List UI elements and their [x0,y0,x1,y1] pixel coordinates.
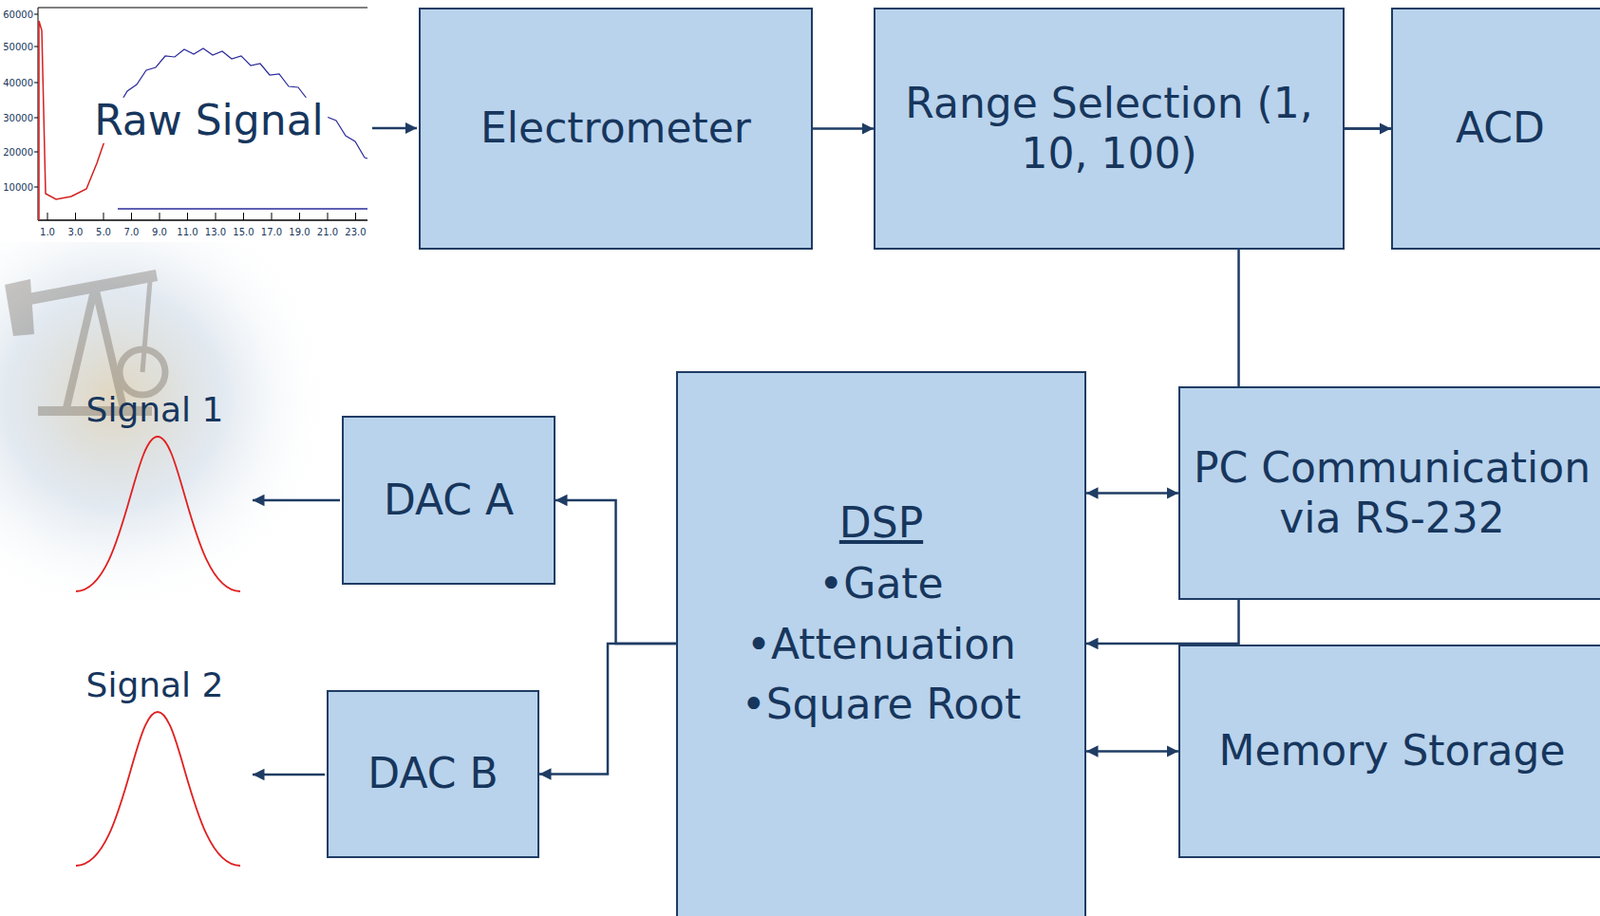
axis-tick-label: 13.0 [205,226,226,238]
axis-tick-label: 5.0 [95,226,112,238]
gaussian-pulse [75,436,241,592]
axis-tick-label: 3.0 [68,226,84,238]
box-text: Range Selection (1, 10, 100) [904,78,1314,180]
axis-tick-label: 21.0 [317,226,339,238]
box-text: •Square Root [741,674,1022,735]
x-ticks [47,212,357,221]
connector-arrow [1086,750,1179,753]
box-text: DAC A [383,475,514,527]
axis-tick-label: 40000 [2,77,34,89]
gaussian-pulse [75,712,241,866]
axis-tick-label: 11.0 [176,226,198,238]
x-axis [37,219,368,222]
axis-tick-label: 30000 [2,112,34,124]
output-arrow [252,773,325,777]
axis-tick-label: 19.0 [288,226,310,238]
connector-arrow [812,127,874,131]
process-box: Electrometer [418,7,813,250]
axis-tick-label: 23.0 [344,226,366,238]
connector-arrow [539,643,677,775]
y-ticks [34,14,38,188]
box-text: Electrometer [480,103,752,154]
box-text: DAC B [367,749,498,800]
chart-ground [37,7,368,221]
axis-tick-label: 50000 [2,41,34,53]
process-box: DAC B [326,690,540,859]
signal-label: Signal 2 [86,666,225,705]
connector-arrow [1086,491,1179,495]
process-box: DSP•Gate•Attenuation•Square Root [676,371,1087,916]
axis-tick-label: 7.0 [124,226,140,238]
axis-tick-label: 10000 [2,182,34,193]
marker-line [117,207,368,210]
process-box: DAC A [341,415,556,585]
box-text: Memory Storage [1218,726,1565,777]
process-box: ACD [1391,7,1600,250]
box-text: •Gate [818,553,943,615]
process-box: Range Selection (1, 10, 100) [873,7,1345,250]
axis-tick-label: 17.0 [261,226,283,238]
connector-arrow [555,500,677,644]
axis-tick-label: 15.0 [232,226,254,238]
signal-label: Raw Signal [90,97,328,144]
axis-tick-label: 1.0 [39,226,56,238]
axis-tick-label: 20000 [2,147,34,158]
output-arrow [252,499,340,503]
box-text: ACD [1455,103,1545,154]
box-text: •Attenuation [746,614,1017,676]
box-text: PC Communication via RS-232 [1189,443,1595,545]
process-box: Memory Storage [1178,644,1600,859]
box-heading: DSP [839,492,923,554]
input-arrow [372,127,417,131]
axis-tick-label: 60000 [2,9,34,20]
faded-photo [0,242,323,613]
axis-tick-label: 9.0 [151,226,168,238]
chart-frame [37,7,368,9]
signal-label: Signal 1 [86,391,225,430]
raw-signal-chart [34,7,368,221]
process-box: PC Communication via RS-232 [1178,386,1600,601]
